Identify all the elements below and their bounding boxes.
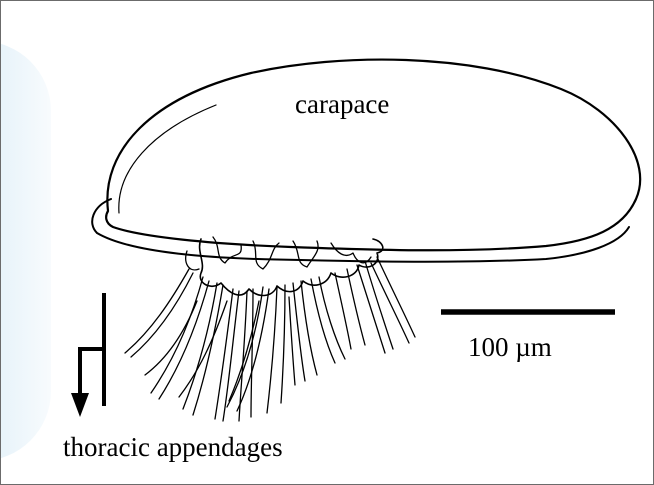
down-arrow-icon: [71, 393, 89, 417]
carapace-label: carapace: [295, 91, 389, 118]
carapace-rim: [92, 199, 629, 262]
scale-bar-label: 100 µm: [468, 334, 552, 361]
section-indicator: [80, 293, 104, 406]
thoracic-appendages-label: thoracic appendages: [63, 434, 283, 461]
carapace-contour: [119, 105, 216, 213]
thoracic-appendages: [125, 257, 415, 421]
